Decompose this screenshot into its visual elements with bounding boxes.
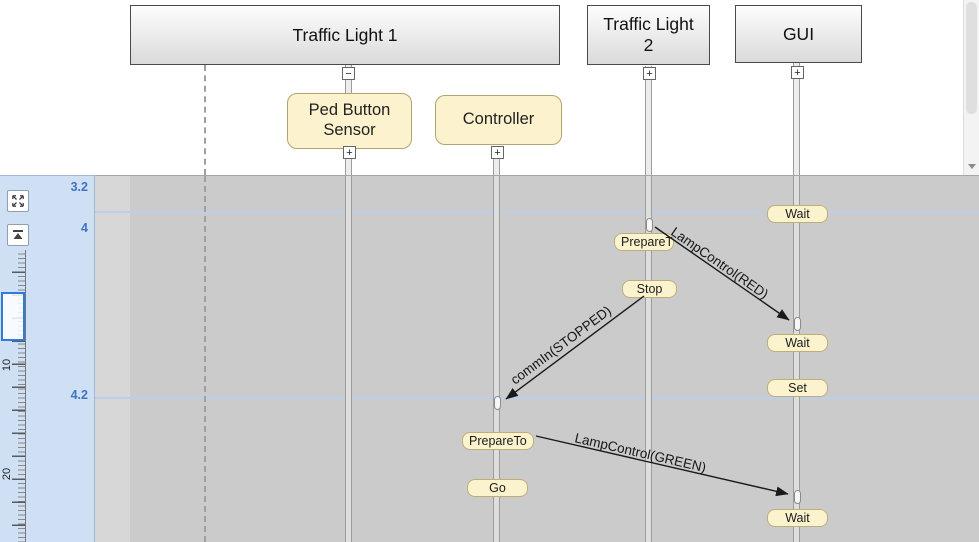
lifeline-head-gui[interactable]: GUI <box>735 5 862 63</box>
left-gutter: 3.2 4 4.2 10 20 <box>0 175 95 542</box>
collapse-button-traffic-light-1[interactable]: − <box>342 67 355 80</box>
lifeline-label: GUI <box>782 23 815 44</box>
fit-view-icon <box>12 195 24 207</box>
event-label-wait-gui-2[interactable]: Wait <box>767 334 828 352</box>
view-range-thumb[interactable] <box>1 292 25 341</box>
row-separator-line-4 <box>95 211 979 213</box>
event-label-wait-gui-1[interactable]: Wait <box>767 205 828 223</box>
ruler-label-20: 20 <box>1 467 14 481</box>
child-lifeline-head-ped-button-sensor[interactable]: Ped Button Sensor <box>287 93 412 149</box>
scroll-down-icon <box>967 164 976 169</box>
activation-marker <box>794 317 801 331</box>
scroll-to-top-icon <box>13 230 23 239</box>
ruler-label-10: 10 <box>1 358 14 372</box>
expand-button-traffic-light-2[interactable]: + <box>643 67 656 80</box>
lifeline-bar-traffic-light-2[interactable] <box>645 176 652 542</box>
scrollbar-thumb[interactable] <box>966 2 977 114</box>
lifeline-stub-gui <box>793 63 800 175</box>
event-label-prepare-controller[interactable]: PrepareTo <box>462 432 534 450</box>
lifeline-bar-gui[interactable] <box>793 176 800 542</box>
lifeline-label: Ped Button Sensor <box>308 101 391 139</box>
lifeline-bar-controller[interactable] <box>493 176 500 542</box>
event-label-prepare-traffic-light-2[interactable]: PrepareT <box>614 233 674 251</box>
scroll-down-button[interactable] <box>964 158 979 175</box>
lifeline-label: Traffic Light 2 <box>603 14 694 55</box>
lifeline-label: Traffic Light 1 <box>292 24 398 45</box>
row-label-3-2: 3.2 <box>70 180 88 194</box>
activation-marker <box>794 490 801 504</box>
diagram-canvas[interactable] <box>95 175 979 542</box>
lifeline-label: Controller <box>462 110 535 129</box>
lifeline-stub-traffic-light-2 <box>645 66 652 175</box>
lifeline-dashed-traffic-light-1 <box>204 65 206 175</box>
event-label-go[interactable]: Go <box>467 479 528 497</box>
expand-button-ped-button-sensor[interactable]: + <box>343 146 356 159</box>
vertical-scrollbar[interactable] <box>963 0 979 175</box>
event-label-set[interactable]: Set <box>767 379 828 397</box>
event-label-wait-gui-3[interactable]: Wait <box>767 509 828 527</box>
event-label-stop[interactable]: Stop <box>622 280 677 298</box>
lifeline-dashed-traffic-light-1[interactable] <box>204 176 206 542</box>
activation-marker <box>494 396 501 410</box>
activation-marker <box>646 218 653 232</box>
ruler-axis <box>25 250 26 542</box>
lifeline-stub-controller-bottom <box>493 159 500 175</box>
fit-view-button[interactable] <box>7 190 29 212</box>
row-separator-line-4-2 <box>95 397 979 399</box>
expand-button-gui[interactable]: + <box>791 66 804 79</box>
row-label-4: 4 <box>81 221 88 235</box>
lifeline-bar-ped-button-sensor[interactable] <box>345 176 352 542</box>
lifeline-stub-sensor-bottom <box>345 159 352 175</box>
canvas-left-margin <box>95 176 130 542</box>
expand-button-controller[interactable]: + <box>491 146 504 159</box>
lifeline-head-traffic-light-1[interactable]: Traffic Light 1 <box>130 5 560 65</box>
child-lifeline-head-controller[interactable]: Controller <box>435 95 562 145</box>
row-label-4-2: 4.2 <box>70 388 88 402</box>
scroll-to-top-button[interactable] <box>7 224 29 246</box>
lifeline-head-traffic-light-2[interactable]: Traffic Light 2 <box>587 5 710 65</box>
